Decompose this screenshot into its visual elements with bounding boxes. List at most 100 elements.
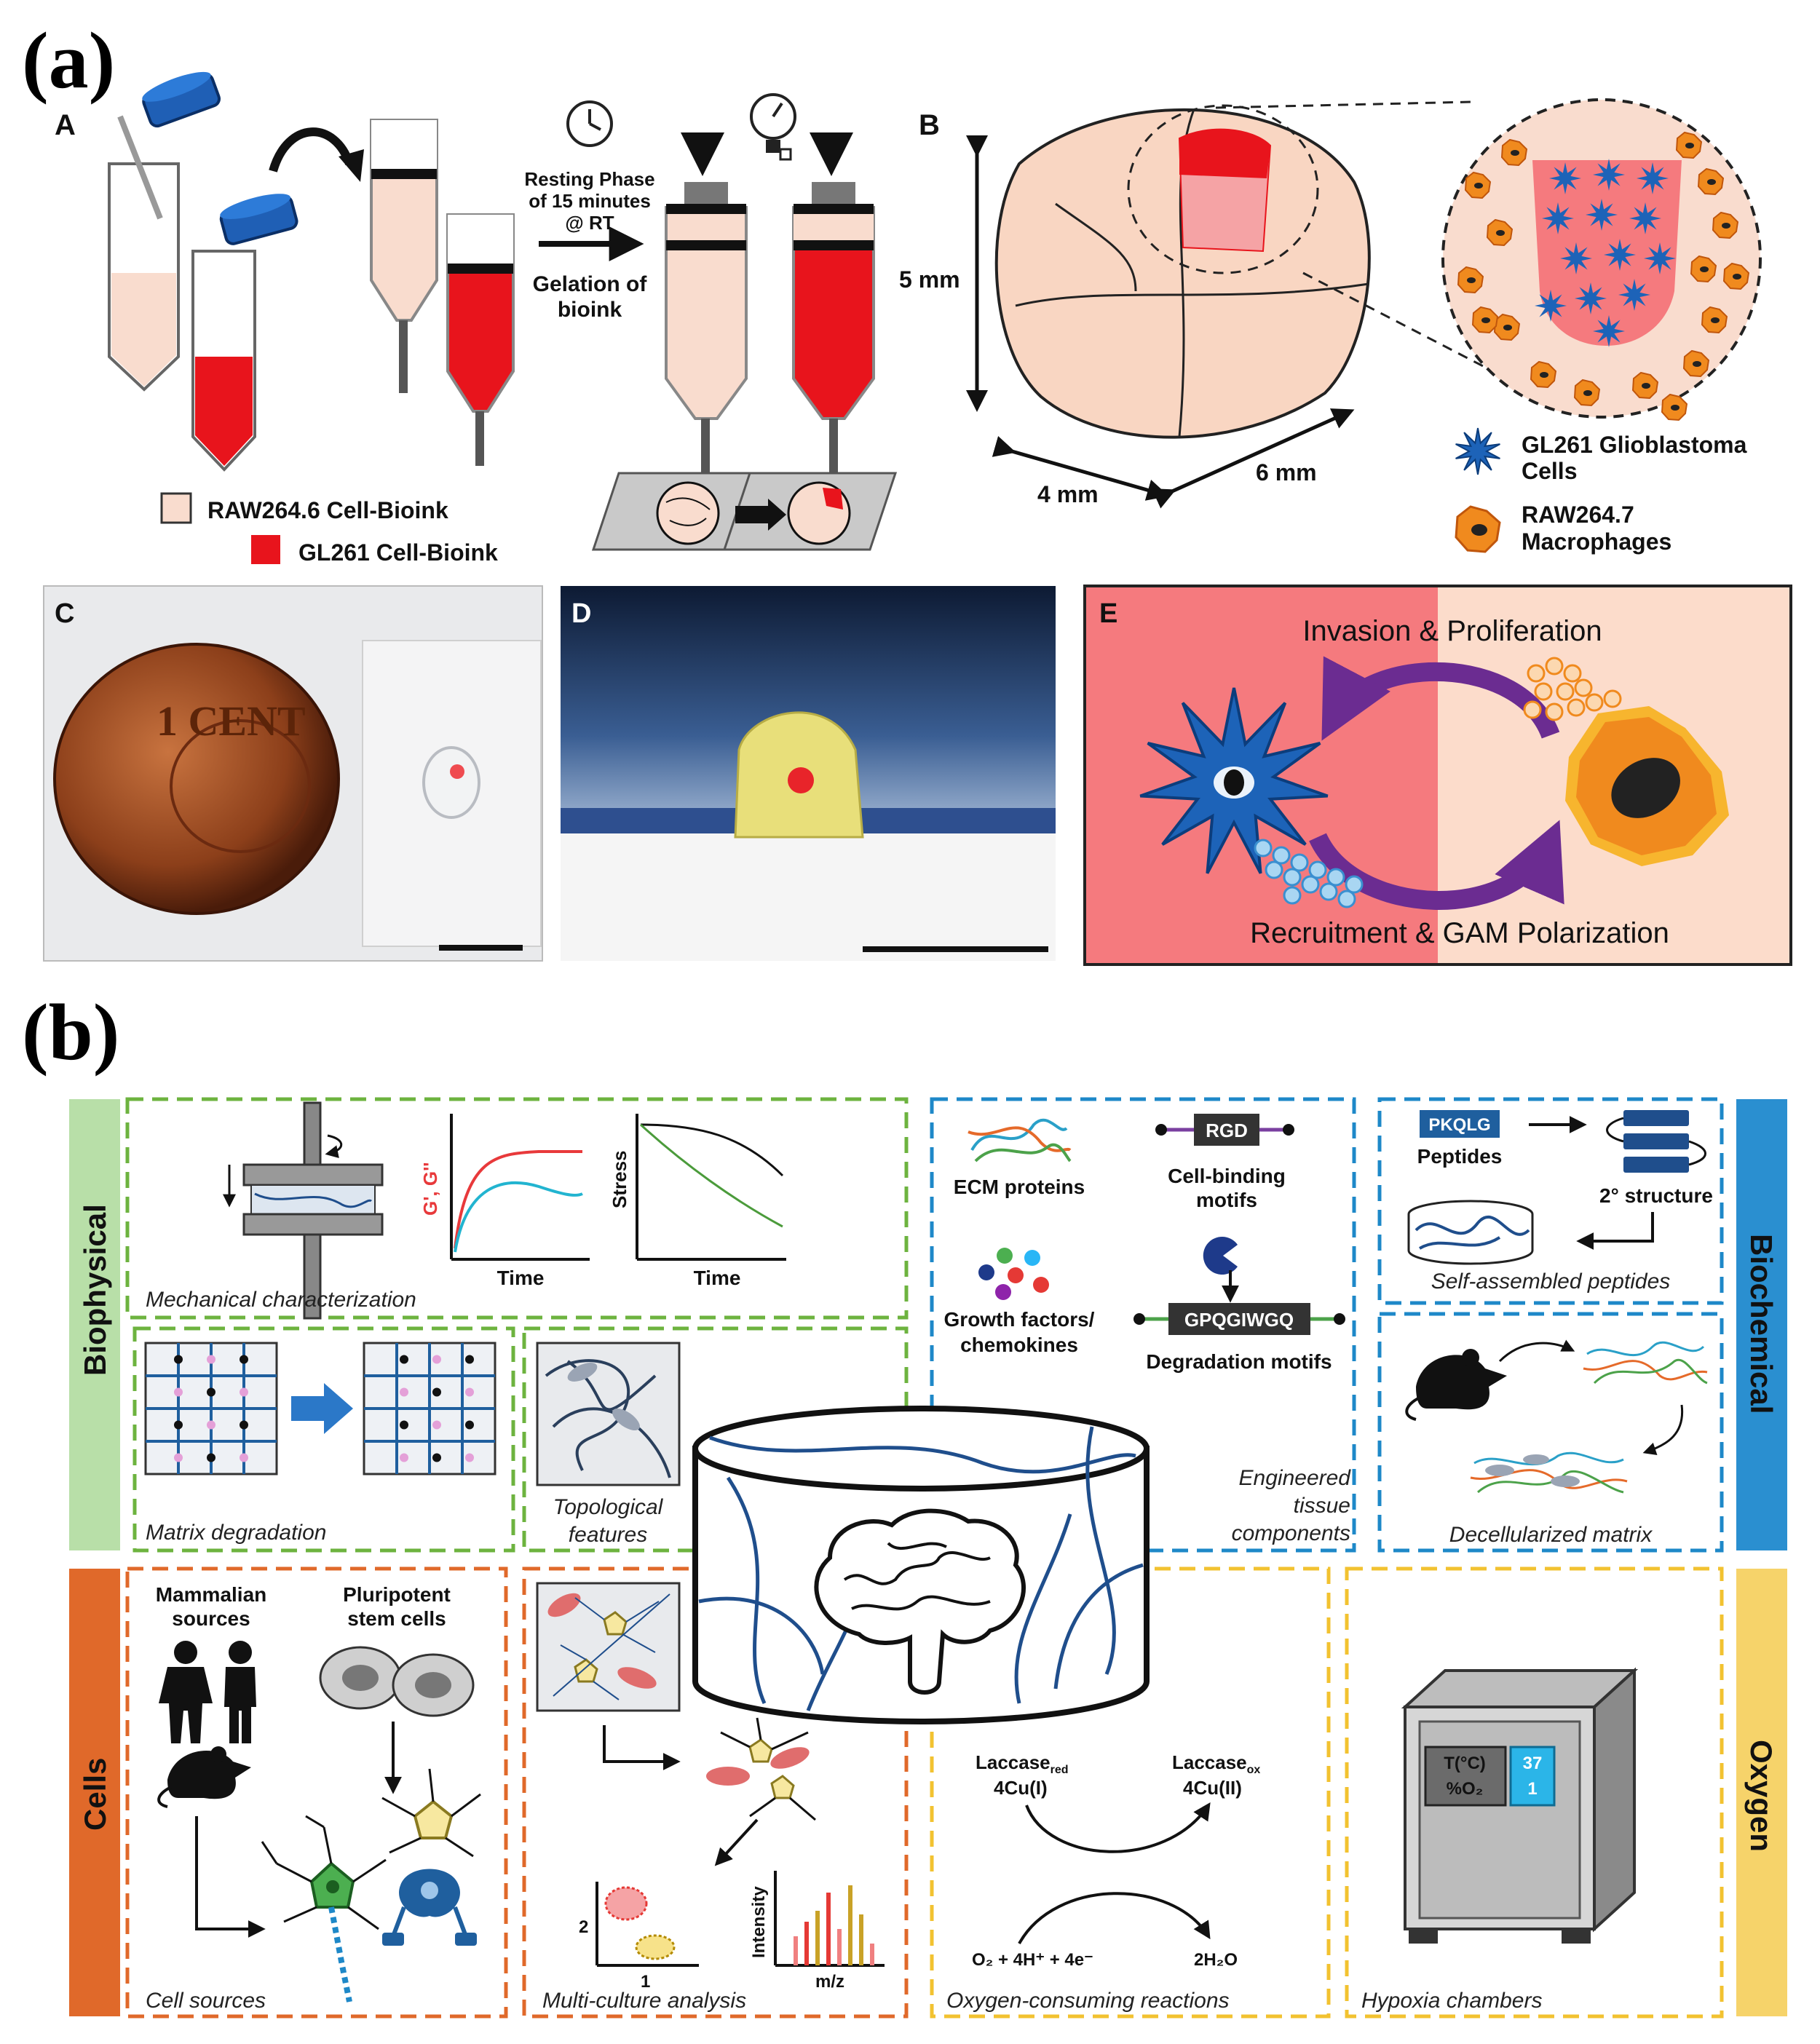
syringe-needle xyxy=(399,320,408,393)
box-engineered xyxy=(930,1097,1356,1553)
pacman-icon xyxy=(1203,1237,1239,1303)
cytokine-dot xyxy=(1527,664,1546,683)
laccase-ox-subscript: ox xyxy=(1247,1764,1261,1776)
tumor-region-circle xyxy=(1127,104,1319,274)
cell-binding-line1: Cell-binding xyxy=(1168,1165,1286,1187)
cytokine-dot xyxy=(1534,682,1553,701)
oxygen-reactions-caption: Oxygen-consuming reactions xyxy=(946,1989,1230,2013)
cytokine-dot xyxy=(1545,657,1564,676)
analysis-arrow-2 xyxy=(714,1818,759,1866)
glioblastoma-cell-large-icon xyxy=(1139,687,1329,874)
degradation-motifs-label: Degradation motifs xyxy=(1146,1350,1332,1373)
syringe-gl-top xyxy=(448,215,513,266)
macrophage-cell xyxy=(1682,349,1710,378)
gelation-line1: Gelation of xyxy=(533,272,648,296)
temp-label: T(°C) xyxy=(1444,1754,1486,1773)
growth-factor-dots xyxy=(978,1248,1049,1300)
label-oxygen: Oxygen xyxy=(1744,1740,1779,1852)
glial-cell-icon xyxy=(382,1869,477,1946)
g-axis-label: G', G'' xyxy=(419,1162,441,1216)
cell-sources-section: Mammalian sources Pluripotent stem cells xyxy=(146,1583,481,2013)
glioblastoma-cell-icon xyxy=(1455,427,1500,475)
crosslink-node xyxy=(432,1387,441,1397)
cap-icon xyxy=(219,194,298,245)
scatter-axis-1: 1 xyxy=(641,1972,650,1992)
matrix-degradation-section: Matrix degradation xyxy=(144,1342,496,1545)
box-decellularized xyxy=(1377,1312,1724,1553)
syringe-raw-top xyxy=(371,120,437,171)
intensity-label: Intensity xyxy=(749,1886,769,1958)
depth-arrow xyxy=(1151,408,1355,509)
temp-value: 37 xyxy=(1523,1754,1543,1773)
legend-raw-label: RAW264.6 Cell-Bioink xyxy=(207,497,448,523)
crosslink-node xyxy=(207,1453,215,1462)
macrophage-cell xyxy=(1722,262,1750,290)
cytokine-dot xyxy=(1326,868,1345,887)
rheometer-icon xyxy=(223,1101,384,1320)
cytokine-dot xyxy=(1301,875,1320,894)
coculture-astro xyxy=(603,1611,628,1636)
coin-inner-ring xyxy=(170,719,311,853)
subpanel-a: A Rest xyxy=(55,71,898,566)
macrophage-large-icon xyxy=(1565,706,1729,866)
mechanical-caption: Mechanical characterization xyxy=(146,1288,416,1312)
macrophage-cell xyxy=(1701,306,1728,334)
peptides-label: Peptides xyxy=(1417,1145,1503,1168)
mouse-icon xyxy=(157,1746,251,1808)
crosslink-node xyxy=(465,1387,474,1397)
gpqg-box xyxy=(1168,1303,1310,1335)
subpanel-e: E Invasion & Proliferation Recruitment &… xyxy=(1083,585,1792,966)
laccase-ox-text: Laccase xyxy=(1172,1751,1247,1773)
crosslink-node xyxy=(207,1355,215,1364)
decell-arrow xyxy=(1642,1404,1684,1455)
gpqg-label: GPQGIWGQ xyxy=(1184,1309,1294,1331)
macrophage-cell xyxy=(1690,255,1717,283)
topological-line1: Topological xyxy=(553,1495,664,1519)
oxidation-arrow xyxy=(1025,1802,1211,1853)
degradation-arrow-icon xyxy=(291,1383,353,1434)
scale-bar-d xyxy=(863,946,1048,952)
gel-construct-tumor xyxy=(788,767,814,793)
o2-percent-label: %O₂ xyxy=(1447,1779,1484,1799)
macrophage-cell xyxy=(1471,306,1499,334)
gpqg-end xyxy=(1133,1313,1145,1325)
sidebar-biochemical xyxy=(1736,1099,1787,1550)
stress-curve-black xyxy=(640,1123,784,1177)
label-biophysical: Biophysical xyxy=(78,1204,112,1376)
ecm-protein-icon xyxy=(968,1118,1072,1162)
hydrogel-network-degraded xyxy=(363,1342,496,1475)
rgd-end xyxy=(1155,1124,1167,1136)
legend-gl-line1: GL261 Glioblastoma xyxy=(1522,432,1747,458)
glioblastoma-cell xyxy=(1644,242,1676,274)
label-biochemical: Biochemical xyxy=(1744,1234,1779,1414)
glioblastoma-cell xyxy=(1560,242,1592,274)
sidebar-cells xyxy=(69,1569,120,2016)
peptide-return-arrow xyxy=(1576,1212,1654,1250)
glioblastoma-cell xyxy=(1593,159,1625,191)
cytokine-dot xyxy=(1574,678,1593,697)
glioblastoma-cell xyxy=(1637,162,1669,194)
rgd-label: RGD xyxy=(1206,1120,1248,1141)
gpqg-end xyxy=(1334,1313,1345,1325)
stress-curve-green xyxy=(639,1123,783,1228)
zoom-cells xyxy=(1457,131,1750,421)
pluripotent-line2: stem cells xyxy=(347,1607,446,1630)
macrophage-cell xyxy=(1697,167,1725,196)
glioblastoma-cell xyxy=(1586,199,1618,231)
fiber-cell xyxy=(567,1363,598,1382)
pkqlg-box xyxy=(1420,1110,1500,1138)
cytokine-dot xyxy=(1283,868,1302,887)
tube-gl-fill xyxy=(195,357,253,466)
subpanel-d: D xyxy=(561,586,1056,961)
engineered-line1: Engineered xyxy=(1239,1466,1352,1490)
legend-raw-line1: RAW264.7 xyxy=(1522,502,1634,528)
hypoxia-section: T(°C) %O₂ 37 1 Hypoxia chambers xyxy=(1361,1667,1639,2013)
laccase-ox-label: Laccaseox xyxy=(1172,1751,1260,1776)
cytokine-dot xyxy=(1545,702,1564,721)
g-prime-curve xyxy=(454,1150,582,1249)
box-cell-sources xyxy=(125,1566,508,2019)
photo-d-floor xyxy=(561,830,1056,961)
crosslink-node xyxy=(465,1453,474,1462)
cytokine-dot xyxy=(1272,846,1291,865)
ecm-fibers-icon xyxy=(1583,1341,1708,1385)
